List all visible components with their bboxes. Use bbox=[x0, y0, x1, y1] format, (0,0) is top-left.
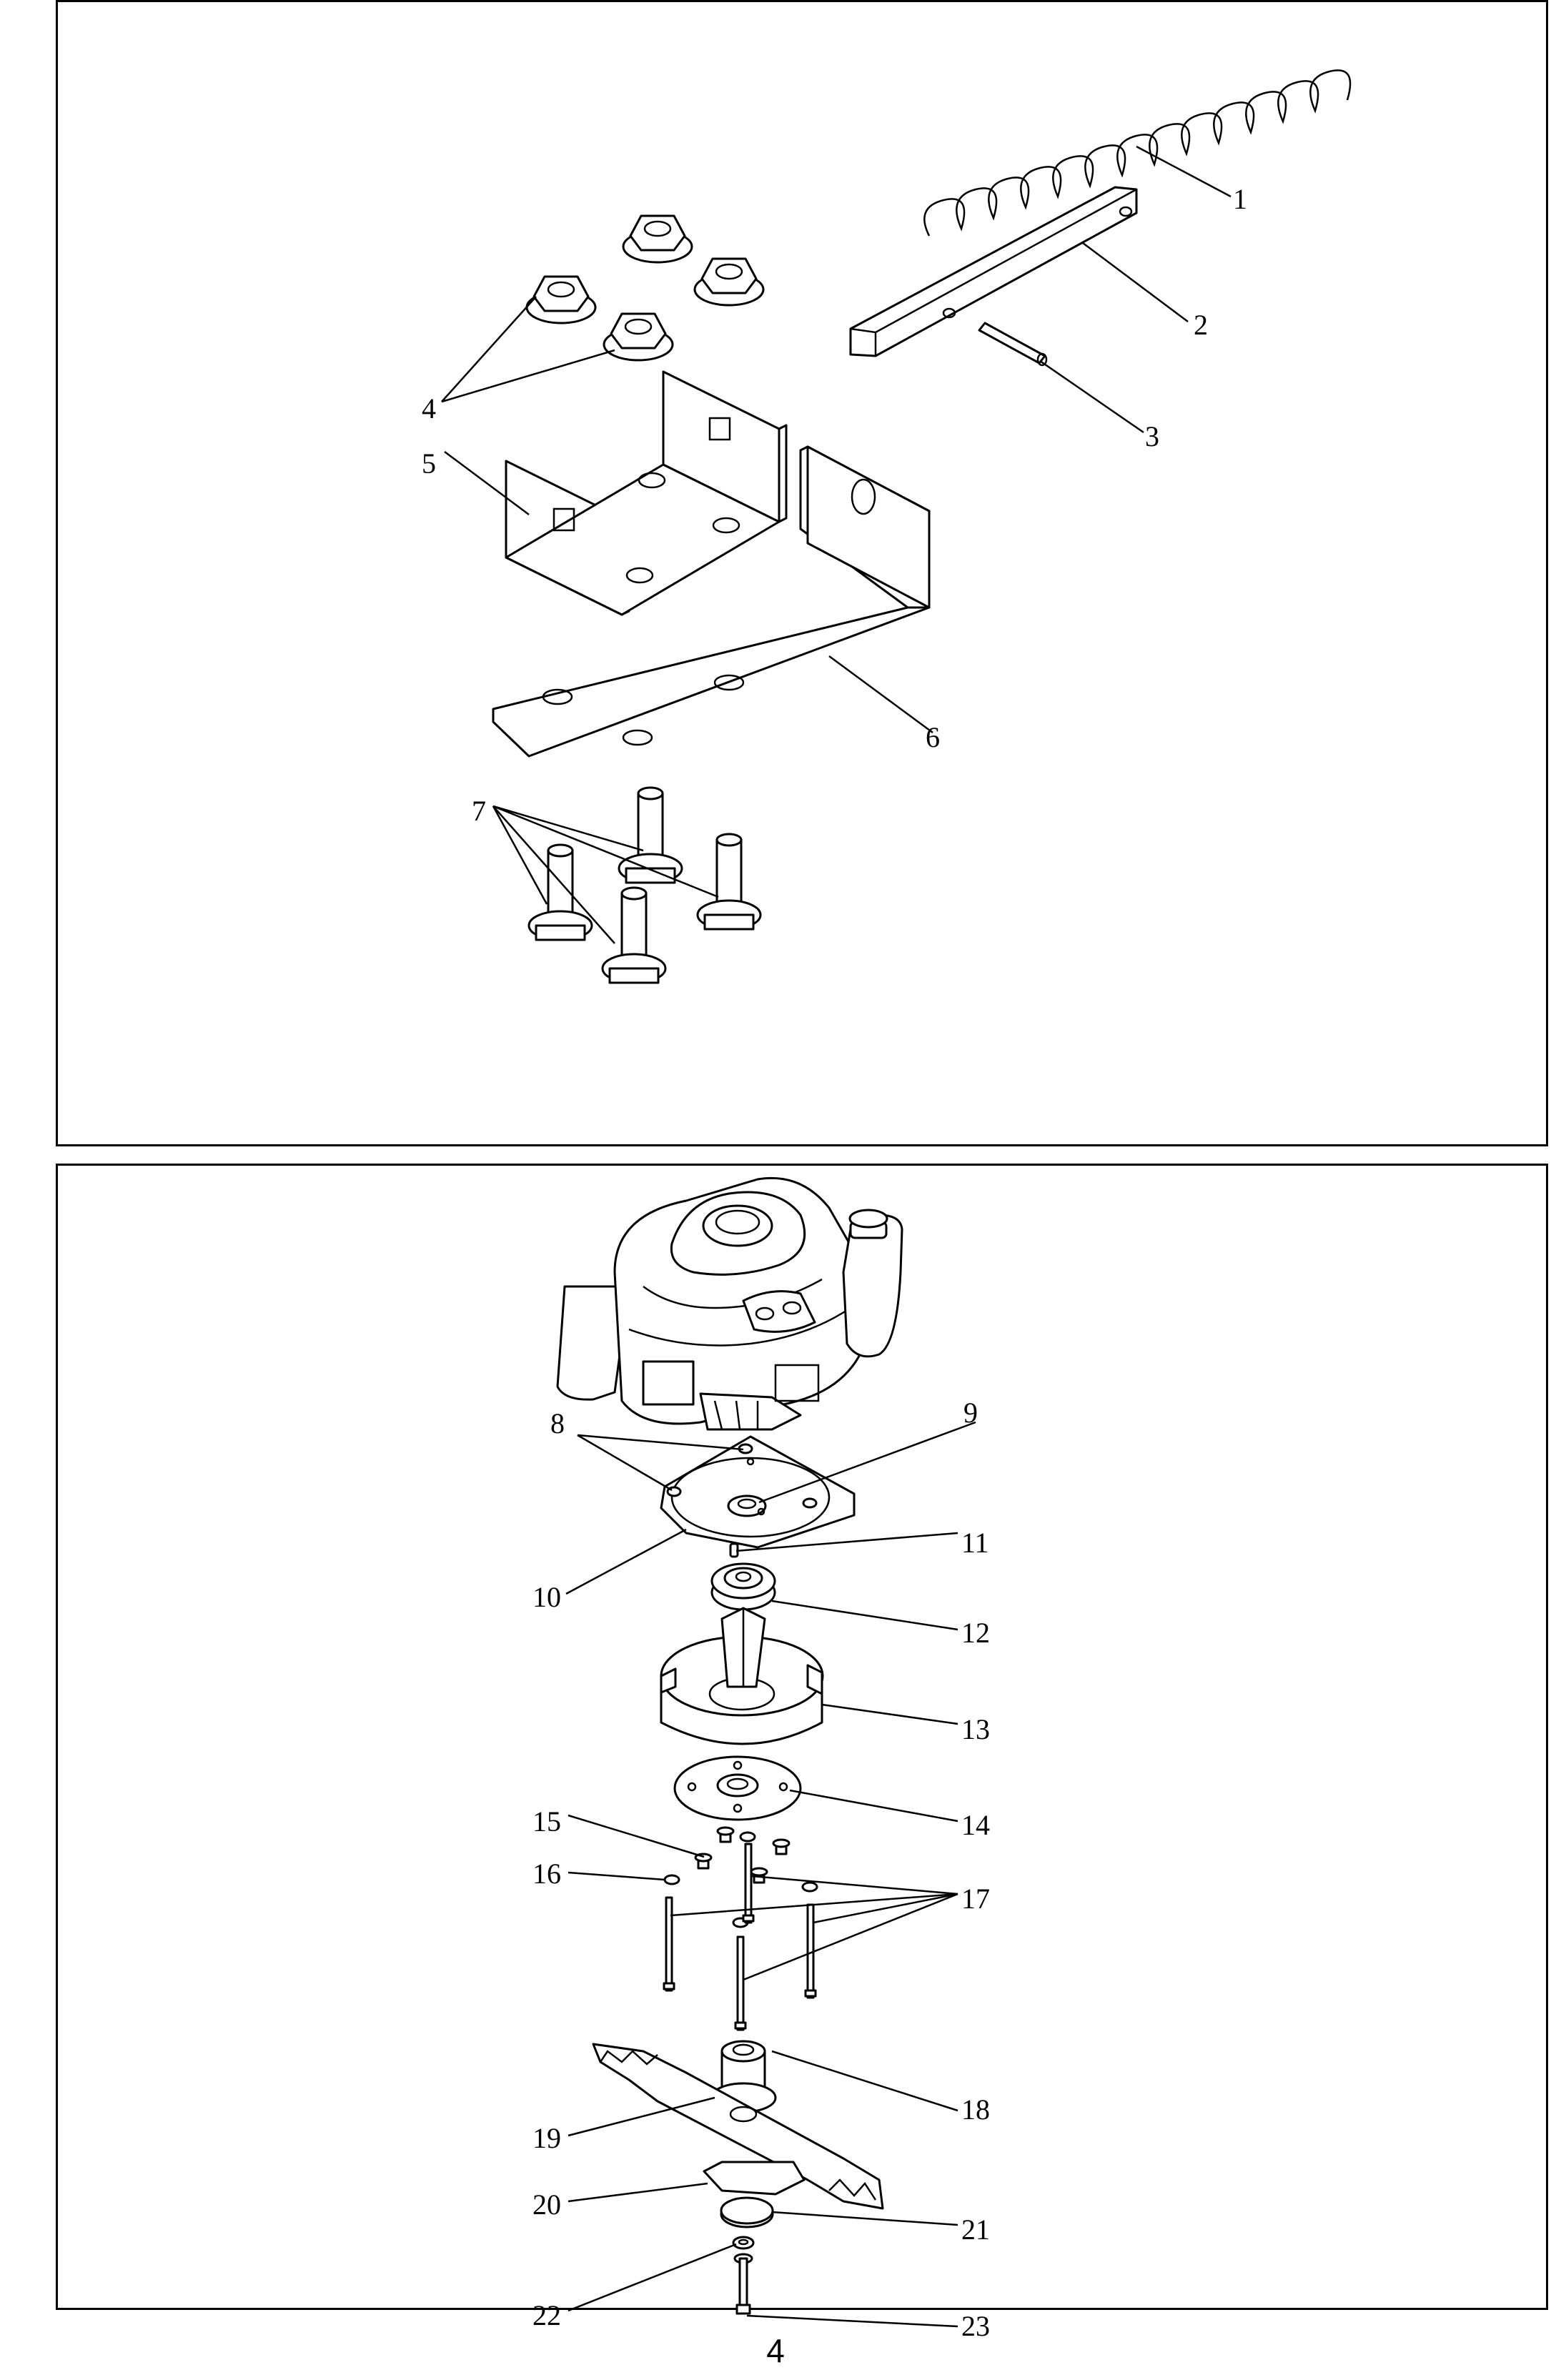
part-21-washer bbox=[720, 2196, 774, 2228]
part-7-bolts bbox=[527, 786, 762, 984]
callout-17: 17 bbox=[961, 1883, 990, 1915]
callout-18: 18 bbox=[961, 2093, 990, 2126]
part-10-base-plate bbox=[660, 1435, 856, 1549]
page-number: 4 bbox=[766, 2332, 785, 2369]
callout-12: 12 bbox=[961, 1617, 990, 1649]
callout-19: 19 bbox=[532, 2122, 561, 2154]
callout-6: 6 bbox=[926, 721, 940, 753]
part-1-spring bbox=[923, 69, 1352, 237]
part-14-flange bbox=[673, 1755, 802, 1821]
bottom-leader-lines bbox=[565, 1421, 976, 2328]
part-6-plate bbox=[492, 445, 931, 758]
callout-23: 23 bbox=[961, 2310, 990, 2342]
part-12-pulley bbox=[710, 1562, 776, 1611]
callout-22: 22 bbox=[532, 2299, 561, 2331]
callout-11: 11 bbox=[961, 1527, 989, 1559]
engine-assembly bbox=[556, 1176, 903, 1431]
callout-7: 7 bbox=[472, 795, 486, 827]
callout-15: 15 bbox=[532, 1805, 561, 1838]
part-23-bolt bbox=[733, 2253, 753, 2315]
callout-3: 3 bbox=[1145, 420, 1159, 452]
callout-5: 5 bbox=[422, 447, 436, 480]
part-5-u-bracket bbox=[505, 370, 788, 616]
top-diagram-panel bbox=[56, 0, 1548, 1146]
part-19-blade bbox=[592, 2043, 884, 2210]
callout-16: 16 bbox=[532, 1858, 561, 1890]
part-3-pin bbox=[978, 322, 1048, 367]
callout-14: 14 bbox=[961, 1809, 990, 1841]
bottom-diagram-panel bbox=[56, 1164, 1548, 2310]
callout-10: 10 bbox=[532, 1581, 561, 1613]
callout-13: 13 bbox=[961, 1713, 990, 1745]
parts-15-16-17-fasteners bbox=[663, 1826, 818, 2031]
callout-20: 20 bbox=[532, 2188, 561, 2221]
callout-1: 1 bbox=[1233, 183, 1247, 215]
top-leader-lines bbox=[441, 145, 1232, 944]
callout-8: 8 bbox=[550, 1407, 565, 1439]
callout-2: 2 bbox=[1194, 309, 1208, 341]
part-20-retainer bbox=[703, 2161, 806, 2196]
part-4-nuts bbox=[525, 214, 765, 362]
part-13-housing bbox=[660, 1607, 824, 1745]
callout-21: 21 bbox=[961, 2213, 990, 2246]
callout-4: 4 bbox=[422, 392, 436, 425]
part-2-bar bbox=[849, 186, 1138, 357]
callout-9: 9 bbox=[963, 1397, 978, 1429]
part-22-lock-washer bbox=[732, 2236, 755, 2250]
